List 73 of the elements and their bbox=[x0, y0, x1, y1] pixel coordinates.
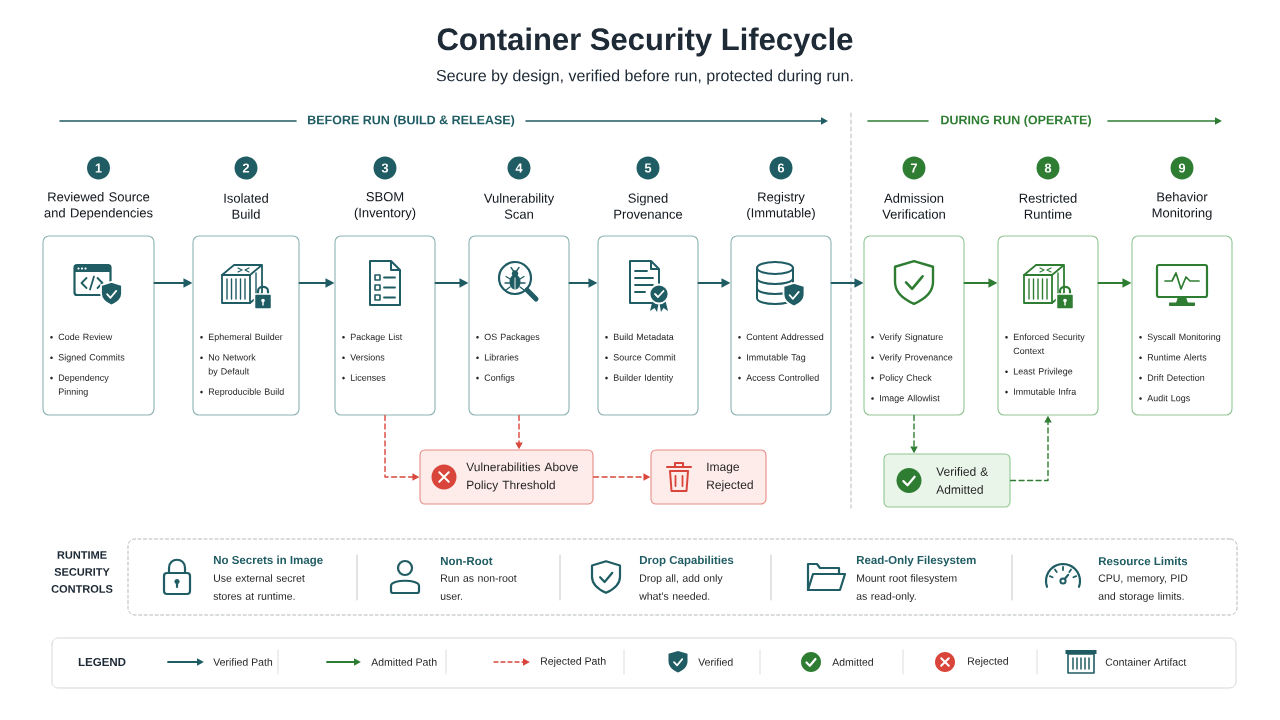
stage-title: SBOM (Inventory) bbox=[354, 192, 416, 220]
panel-heading: RUNTIME SECURITY CONTROLS bbox=[51, 551, 113, 593]
bullet-text: Signed Commits bbox=[58, 353, 125, 363]
stage-title: Signed Provenance bbox=[614, 193, 683, 219]
step-number: 7 bbox=[902, 156, 926, 180]
bullet-text: Least Privilege bbox=[1013, 367, 1073, 377]
bullet-text: Source Commit bbox=[613, 353, 676, 361]
legend-label: Verified Path bbox=[213, 658, 273, 666]
legend-label: Rejected Path bbox=[541, 657, 606, 667]
bullet-text: Verify Signature bbox=[879, 333, 943, 342]
bullet-text: Verify Provenance bbox=[879, 353, 953, 363]
legend-label: Rejected bbox=[968, 657, 1008, 667]
bullet-text: No Network by Default bbox=[208, 353, 256, 377]
control-description: Drop all, add only what’s needed. bbox=[639, 574, 723, 600]
bullet-text: Dependency Pinning bbox=[58, 374, 109, 397]
stage-title: Reviewed Source and Dependencies bbox=[44, 191, 153, 221]
bullet-text: Syscall Monitoring bbox=[1147, 333, 1221, 342]
bullet-text: Access Controlled bbox=[746, 374, 819, 381]
legend-label: Admitted Path bbox=[371, 658, 437, 666]
stage-title: Isolated Build bbox=[224, 193, 268, 219]
bullet-text: Libraries bbox=[484, 353, 519, 361]
bullet-text: Drift Detection bbox=[1147, 374, 1205, 381]
step-number: 5 bbox=[636, 156, 660, 180]
subtitle: Secure by design, verified before run, protected during run. bbox=[436, 69, 853, 85]
control-description: Mount root filesystem as read-only. bbox=[856, 574, 957, 602]
control-title: Read-Only Filesystem bbox=[856, 555, 976, 567]
alert-box: Vulnerabilities Above Policy Threshold bbox=[419, 449, 594, 505]
legend-label: Verified bbox=[698, 658, 733, 666]
title: Container Security Lifecycle bbox=[437, 27, 853, 57]
section-label: DURING RUN (OPERATE) bbox=[941, 115, 1091, 127]
stage-title: Behavior Monitoring bbox=[1152, 191, 1212, 221]
bullet-text: Reproducible Build bbox=[208, 388, 284, 397]
bullet-text: Builder Identity bbox=[613, 374, 674, 383]
stage-title: Vulnerability Scan bbox=[483, 193, 555, 219]
bullet-text: Code Review bbox=[58, 333, 113, 341]
legend-heading: LEGEND bbox=[78, 657, 126, 667]
control-title: No Secrets in Image bbox=[214, 555, 323, 567]
bullet-text: Package List bbox=[350, 333, 403, 342]
control-title: Resource Limits bbox=[1098, 556, 1188, 566]
step-number: 1 bbox=[87, 156, 110, 180]
bullet-text: Audit Logs bbox=[1147, 394, 1190, 404]
control-title: Non-Root bbox=[441, 557, 493, 565]
stage-title: Registry (Immutable) bbox=[747, 191, 815, 221]
bullet-text: Policy Check bbox=[879, 374, 932, 383]
bullet-text: Enforced Security Context bbox=[1013, 333, 1085, 355]
bullet-text: Content Addressed bbox=[746, 333, 824, 341]
alert-box: Image Rejected bbox=[650, 449, 767, 505]
bullet-text: Runtime Alerts bbox=[1147, 353, 1207, 361]
bullet-text: Build Metadata bbox=[613, 333, 674, 341]
bullet-text: Versions bbox=[350, 353, 385, 361]
section-label: BEFORE RUN (BUILD & RELEASE) bbox=[308, 115, 515, 127]
control-description: Run as non-root user. bbox=[440, 574, 517, 600]
bullet-text: Configs bbox=[484, 374, 515, 383]
stage-title: Admission Verification bbox=[882, 193, 945, 219]
status-box: Verified & Admitted bbox=[883, 453, 1011, 508]
legend-label: Container Artifact bbox=[1105, 658, 1187, 666]
control-description: Use external secret stores at runtime. bbox=[213, 574, 305, 600]
bullet-text: Immutable Tag bbox=[747, 353, 806, 363]
legend-label: Admitted bbox=[832, 658, 873, 666]
step-number: 3 bbox=[373, 156, 397, 180]
control-title: Drop Capabilities bbox=[640, 555, 734, 567]
bullet-text: Immutable Infra bbox=[1014, 388, 1077, 395]
control-description: CPU, memory, PID and storage limits. bbox=[1098, 574, 1188, 602]
bullet-text: Image Allowlist bbox=[880, 394, 940, 404]
bullet-text: Licenses bbox=[350, 374, 386, 381]
bullet-text: Ephemeral Builder bbox=[208, 333, 283, 342]
step-number: 6 bbox=[769, 156, 793, 180]
step-number: 4 bbox=[507, 156, 531, 180]
step-number: 2 bbox=[234, 156, 258, 180]
bullet-text: OS Packages bbox=[484, 333, 540, 342]
step-number: 8 bbox=[1036, 156, 1060, 180]
stage-title: Restricted Runtime bbox=[1019, 193, 1077, 219]
step-number: 9 bbox=[1170, 156, 1194, 180]
